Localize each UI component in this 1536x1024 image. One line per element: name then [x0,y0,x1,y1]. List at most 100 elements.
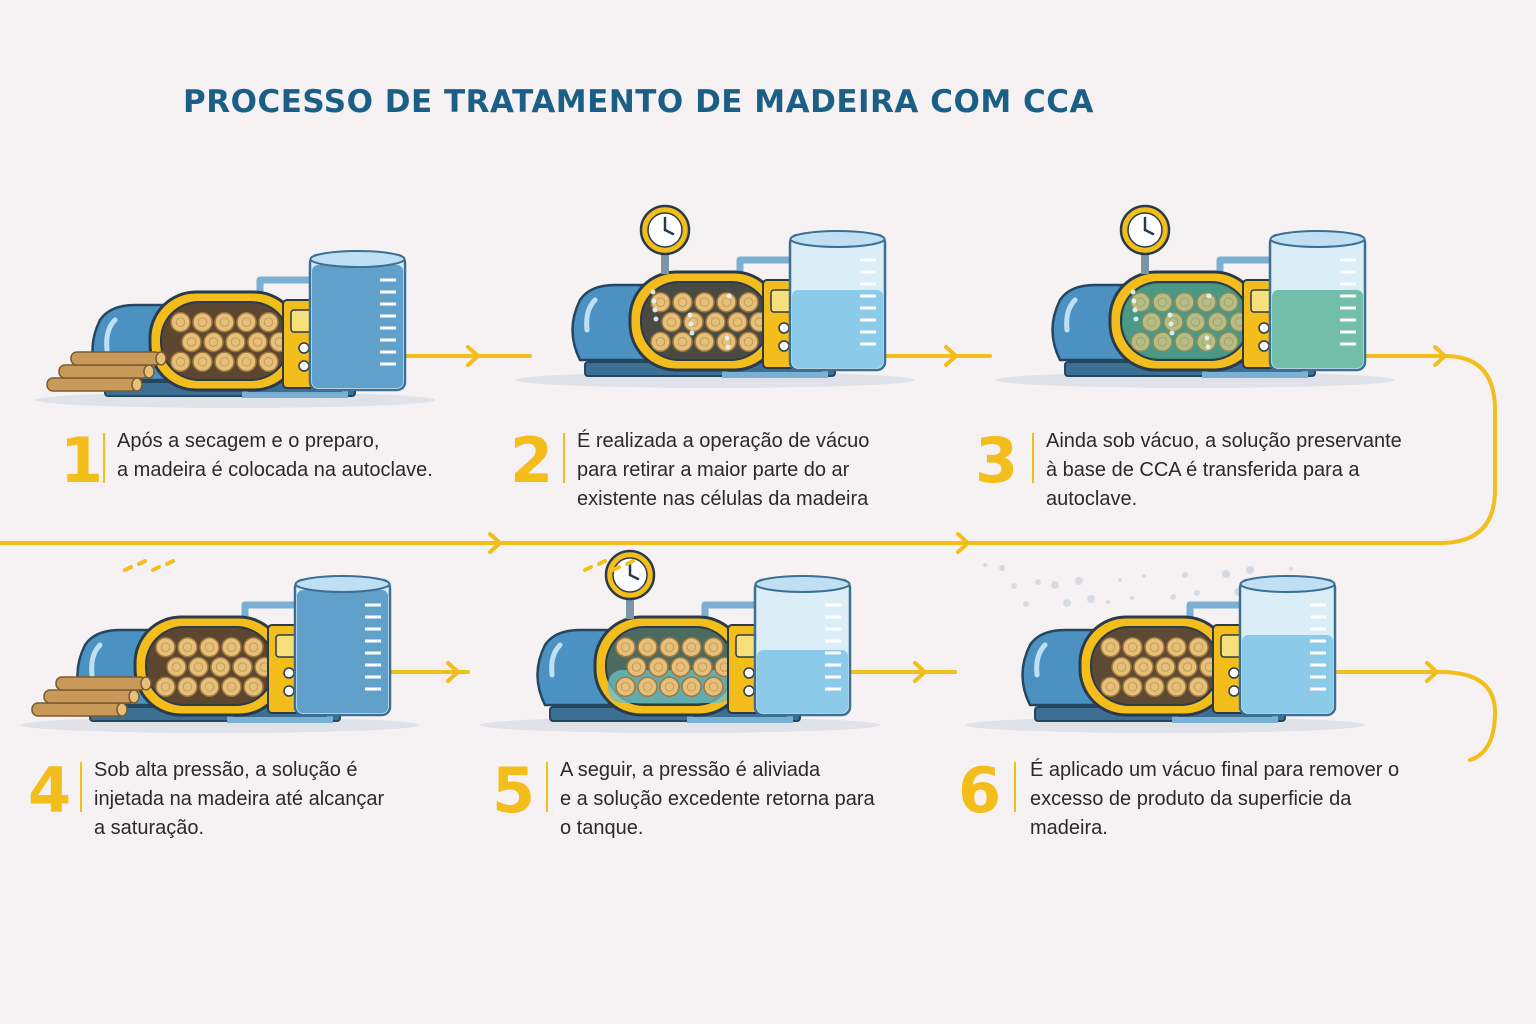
log-end [117,703,127,716]
mist-droplet [1106,600,1110,604]
panel-button [299,361,309,371]
gauge-stem [626,597,634,619]
log-end [1101,677,1120,696]
log-end [1189,638,1208,657]
log-side [47,378,137,391]
panel-button [284,686,294,696]
pressure-spark [167,561,173,564]
mist-droplet [1023,601,1029,607]
log-end [156,677,175,696]
step-divider [1014,762,1016,812]
log-end [693,658,712,677]
log-end [226,333,245,352]
log-end [233,658,252,677]
log-end [638,638,657,657]
mist-droplet [983,563,987,567]
mist-droplet [1051,581,1059,589]
step-number: 6 [958,760,1001,822]
log-side [71,352,161,365]
mist-droplet [1194,590,1200,596]
log-end [237,313,256,332]
step-description: Após a secagem e o preparo, a madeira é … [117,427,433,485]
interior-solution [1123,284,1247,358]
air-bubble [727,294,732,299]
log-end [1101,638,1120,657]
panel-button [779,323,789,333]
mist-droplet [1087,595,1095,603]
log-end [660,638,679,657]
air-bubble [1170,331,1175,336]
log-end [1167,638,1186,657]
step-number: 5 [492,760,535,822]
panel-button [299,343,309,353]
log-side [56,677,146,690]
log-end [178,638,197,657]
air-bubble [651,290,656,295]
air-bubble [1169,322,1174,327]
pressure-gauge-icon [641,206,689,274]
air-bubble [689,322,694,327]
air-bubble [1132,299,1137,304]
mist-droplet [1289,567,1293,571]
step-1-autoclave-open-door-icon [35,251,435,408]
mist-droplet [999,565,1005,571]
solution-tank [295,576,390,715]
air-bubble [690,331,695,336]
tank-liquid [792,290,883,368]
log-end [695,332,714,351]
panel-button [1229,668,1239,678]
step-3-autoclave-filling-icon [995,206,1395,388]
log-end [616,677,635,696]
mist-droplet [1246,566,1254,574]
mist-droplet [1142,574,1146,578]
step-divider [563,433,565,483]
step-description: É aplicado um vácuo final para remover o… [1030,756,1399,843]
log-end [671,658,690,677]
log-end [1167,677,1186,696]
log-end [156,638,175,657]
tank-liquid [1242,635,1333,713]
log-end [222,677,241,696]
log-end [706,313,725,332]
mist-droplet [1063,599,1071,607]
log-end [144,365,154,378]
tank-top [756,576,850,592]
log-side [59,365,149,378]
log-end [651,332,670,351]
wood-logs [156,638,274,697]
panel-button [1259,323,1269,333]
log-end [684,313,703,332]
air-bubble [688,313,693,318]
step-description: Ainda sob vácuo, a solução preservante à… [1046,427,1402,514]
log-end [156,352,166,365]
solution-tank [310,251,405,390]
pressure-spark [599,561,605,564]
step-number: 4 [28,760,71,822]
log-end [215,352,234,371]
log-end [682,638,701,657]
wood-logs [171,313,289,372]
log-end [627,658,646,677]
log-end [129,690,139,703]
log-end [1178,658,1197,677]
air-bubble [1134,317,1139,322]
air-bubble [725,336,730,341]
step-description: É realizada a operação de vácuo para ret… [577,427,869,514]
log-end [200,638,219,657]
mist-droplet [1130,596,1134,600]
mist-droplet [1170,594,1176,600]
mist-droplet [1182,572,1188,578]
pressure-spark [125,567,131,570]
air-bubble [653,308,658,313]
air-bubble [1206,345,1211,350]
panel-button [1229,686,1239,696]
tank-liquid [1272,290,1363,368]
log-side [44,690,134,703]
log-end [682,677,701,696]
mist-droplet [1118,578,1122,582]
log-end [649,658,668,677]
step-5-autoclave-draining-icon [480,551,880,733]
log-end [660,677,679,696]
log-end [171,313,190,332]
log-end [673,293,692,312]
